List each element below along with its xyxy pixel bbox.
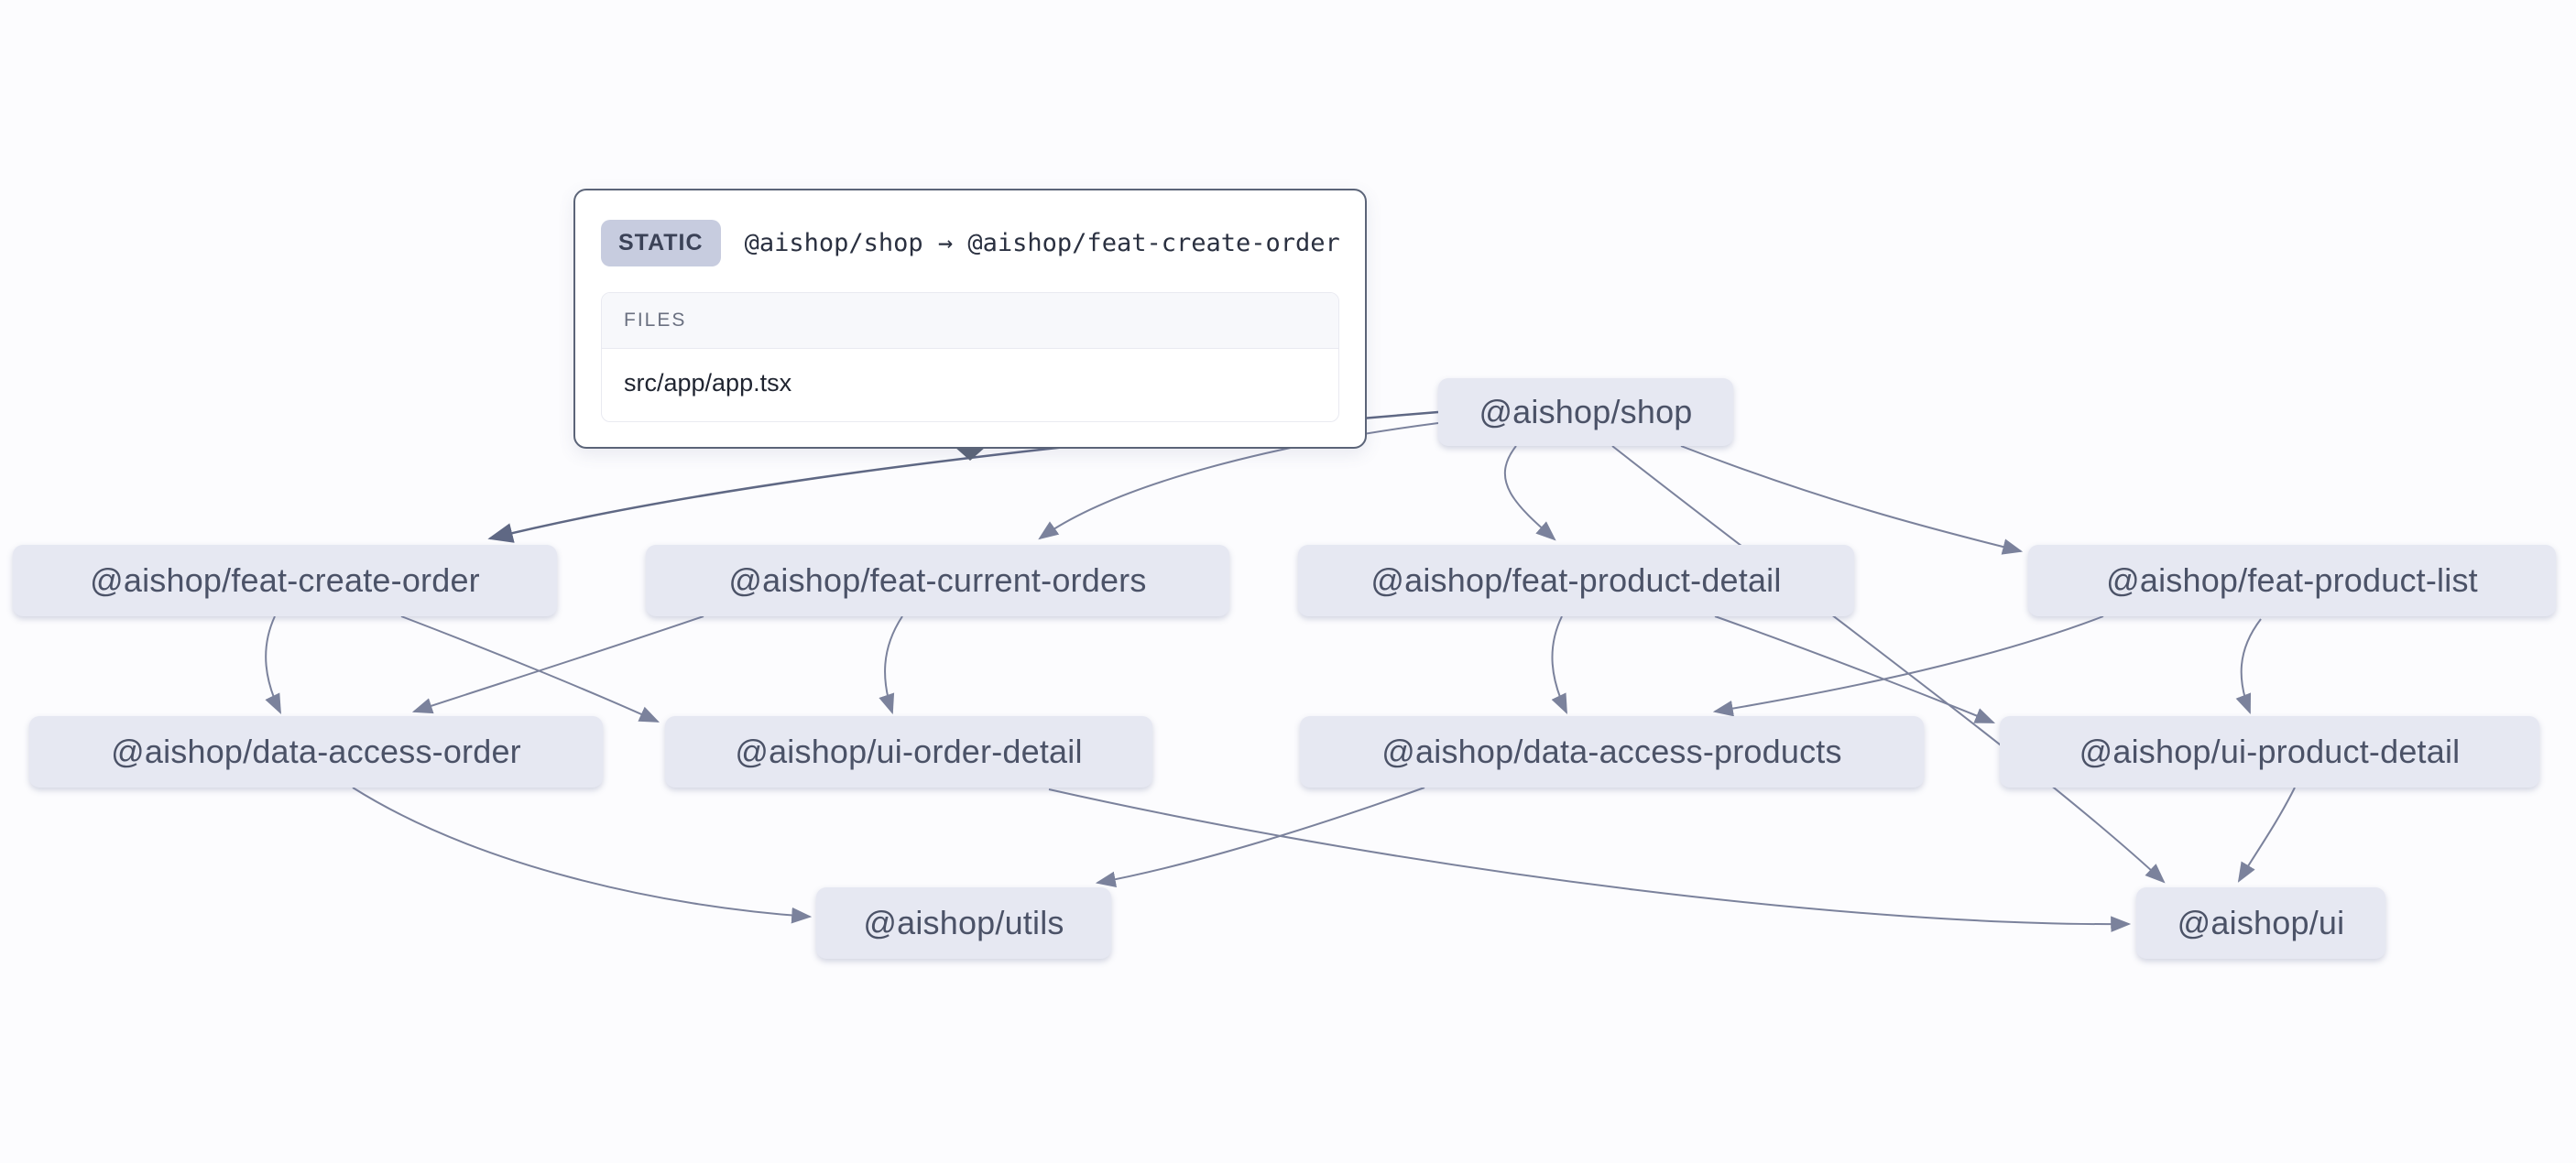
edge-tooltip: STATIC @aishop/shop → @aishop/feat-creat… xyxy=(573,189,1367,461)
node-aishop-ui-product-detail[interactable]: @aishop/ui-product-detail xyxy=(2000,716,2539,788)
edge-aishop-feat-current-orders-to-aishop-data-access-order[interactable] xyxy=(411,615,704,714)
edge-aishop-data-access-products-to-aishop-utils[interactable] xyxy=(1095,787,1425,888)
node-aishop-utils[interactable]: @aishop/utils xyxy=(816,887,1111,959)
edge-aishop-feat-current-orders-to-aishop-ui-order-detail[interactable] xyxy=(879,615,903,715)
edge-aishop-data-access-order-to-aishop-utils[interactable] xyxy=(352,787,813,924)
edge-aishop-shop-to-aishop-feat-current-orders[interactable] xyxy=(1038,422,1439,540)
files-panel: FILES src/app/app.tsx xyxy=(601,292,1339,422)
edge-relation-label: @aishop/shop → @aishop/feat-create-order xyxy=(744,229,1340,257)
edge-aishop-feat-product-list-to-aishop-data-access-products[interactable] xyxy=(1712,615,2104,717)
node-aishop-data-access-products[interactable]: @aishop/data-access-products xyxy=(1300,716,1924,788)
edge-aishop-feat-create-order-to-aishop-data-access-order[interactable] xyxy=(265,615,281,714)
edge-aishop-shop-to-aishop-feat-product-detail[interactable] xyxy=(1503,445,1556,541)
edge-aishop-shop-to-aishop-feat-product-list[interactable] xyxy=(1680,445,2024,555)
node-aishop-shop[interactable]: @aishop/shop xyxy=(1438,378,1733,446)
node-aishop-feat-current-orders[interactable]: @aishop/feat-current-orders xyxy=(646,545,1229,616)
node-aishop-feat-create-order[interactable]: @aishop/feat-create-order xyxy=(13,545,557,616)
tooltip-caret xyxy=(955,447,986,461)
edge-aishop-shop-to-aishop-ui[interactable] xyxy=(1611,445,2166,884)
node-aishop-ui[interactable]: @aishop/ui xyxy=(2136,887,2385,959)
node-aishop-feat-product-detail[interactable]: @aishop/feat-product-detail xyxy=(1298,545,1854,616)
edge-aishop-feat-product-list-to-aishop-ui-product-detail[interactable] xyxy=(2235,618,2262,715)
file-item: src/app/app.tsx xyxy=(624,369,792,397)
edge-type-badge: STATIC xyxy=(601,220,721,266)
tooltip-header: STATIC @aishop/shop → @aishop/feat-creat… xyxy=(601,220,1340,266)
edge-aishop-feat-product-detail-to-aishop-data-access-products[interactable] xyxy=(1551,615,1567,714)
edge-aishop-ui-product-detail-to-aishop-ui[interactable] xyxy=(2237,787,2296,883)
node-aishop-ui-order-detail[interactable]: @aishop/ui-order-detail xyxy=(665,716,1152,788)
files-panel-header: FILES xyxy=(602,293,1338,349)
edge-aishop-feat-create-order-to-aishop-ui-order-detail[interactable] xyxy=(400,615,660,723)
edge-aishop-ui-order-detail-to-aishop-ui[interactable] xyxy=(1048,788,2132,933)
edge-aishop-feat-product-detail-to-aishop-ui-product-detail[interactable] xyxy=(1714,615,1996,723)
node-aishop-feat-product-list[interactable]: @aishop/feat-product-list xyxy=(2028,545,2556,616)
node-aishop-data-access-order[interactable]: @aishop/data-access-order xyxy=(29,716,603,788)
